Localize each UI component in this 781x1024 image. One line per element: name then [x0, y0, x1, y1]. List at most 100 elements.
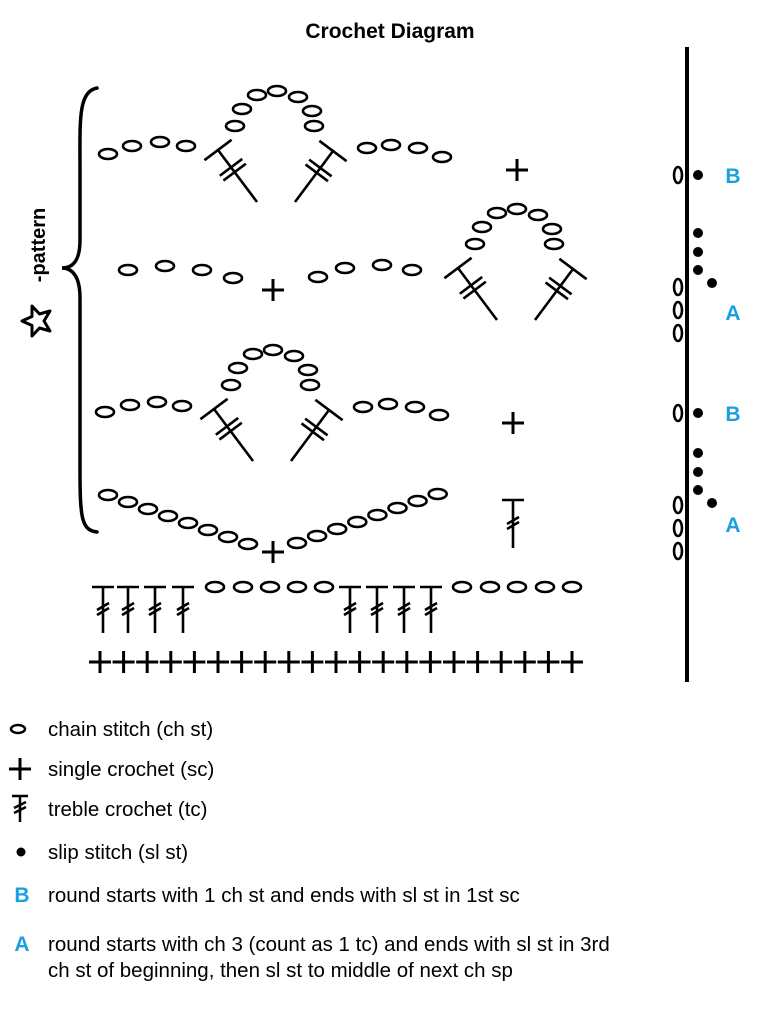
chain-zero-marker [672, 495, 684, 515]
chain-stitch [407, 494, 428, 508]
chain-stitch [94, 405, 116, 419]
chain-stitch [427, 487, 449, 501]
single-crochet [112, 651, 135, 673]
chain-stitch [224, 119, 246, 133]
round-marker-a: A [725, 302, 740, 325]
chain-stitch [97, 147, 119, 161]
chain-zero-marker [672, 541, 684, 561]
treble-crochet [420, 585, 442, 633]
chain-zero-marker [672, 300, 684, 320]
treble-crochet [339, 585, 361, 633]
chain-stitch [527, 208, 549, 222]
legend-item-tc: treble crochet (tc) [48, 798, 208, 821]
chain-stitch [286, 580, 308, 594]
single-crochet [490, 651, 513, 673]
legend-item-sc: single crochet (sc) [48, 758, 214, 781]
chain-stitch [287, 90, 309, 104]
treble-crochet [393, 585, 415, 633]
treble-crochet [502, 498, 524, 548]
chain-zero-marker [672, 403, 684, 423]
chain-stitch [177, 516, 199, 530]
chain-stitch [222, 271, 244, 285]
chain-stitch [227, 361, 249, 375]
treble-crochet [172, 585, 194, 633]
treble-crochet [144, 585, 166, 633]
legend-item-b: round starts with 1 ch st and ends with … [48, 884, 520, 907]
chain-stitch [486, 206, 508, 220]
chain-stitch [146, 395, 168, 409]
chain-stitch [371, 258, 393, 272]
chain-stitch [334, 261, 356, 275]
stitch-chart [89, 84, 588, 673]
single-crochet [395, 651, 418, 673]
chain-stitch [313, 580, 335, 594]
chain-stitch [299, 378, 321, 392]
slip-stitch-dot [693, 408, 703, 418]
treble-crochet [366, 585, 388, 633]
chain-stitch [286, 536, 308, 550]
single-crochet [513, 651, 536, 673]
legend-item-chain: chain stitch (ch st) [48, 718, 213, 741]
chain-stitch [242, 347, 264, 361]
chain-stitch [232, 580, 254, 594]
legend-item-sl: slip stitch (sl st) [48, 841, 188, 864]
treble-crochet [203, 138, 259, 203]
single-crochet [537, 651, 560, 673]
diagram-title: Crochet Diagram [305, 20, 474, 43]
chain-stitch-icon [9, 723, 27, 735]
chain-stitch [171, 399, 193, 413]
chain-stitch [561, 580, 583, 594]
chain-stitch [303, 119, 325, 133]
legend-item-a-line2: ch st of beginning, then sl st to middle… [48, 959, 513, 982]
single-crochet [325, 651, 347, 673]
slip-stitch-dot [693, 467, 703, 477]
treble-crochet [289, 398, 344, 462]
chain-stitch [301, 104, 323, 118]
chain-stitch [431, 150, 453, 164]
chain-stitch [119, 398, 141, 412]
single-crochet [443, 651, 465, 673]
legend: chain stitch (ch st) single crochet (sc)… [9, 718, 610, 982]
chain-stitch [541, 222, 563, 236]
slip-stitch-dot [707, 498, 717, 508]
single-crochet [230, 651, 253, 673]
slip-stitch-dot [693, 247, 703, 257]
chain-stitch [259, 580, 281, 594]
legend-item-a-line1: round starts with ch 3 (count as 1 tc) a… [48, 933, 610, 956]
chain-stitch [266, 84, 288, 98]
chain-stitch [137, 502, 159, 516]
chain-stitch [346, 515, 368, 529]
chain-stitch [154, 259, 176, 273]
chain-stitch [283, 349, 305, 363]
chain-stitch [262, 343, 284, 357]
chain-stitch [451, 580, 473, 594]
single-crochet [262, 541, 284, 563]
chain-stitch [306, 529, 328, 543]
treble-crochet [293, 139, 348, 203]
single-crochet [262, 279, 284, 301]
chain-stitch [407, 141, 429, 155]
treble-crochet [443, 256, 499, 321]
single-crochet [207, 651, 229, 673]
chain-stitch [175, 139, 197, 153]
slip-stitch-dot [693, 485, 703, 495]
chain-zero-marker [672, 323, 684, 343]
single-crochet [372, 651, 395, 673]
single-crochet [183, 651, 206, 673]
slip-stitch-dot [707, 278, 717, 288]
chain-zero-marker [672, 165, 684, 185]
treble-crochet-icon [12, 794, 28, 822]
single-crochet [301, 651, 324, 673]
chain-stitch [326, 522, 348, 536]
chain-stitch [367, 508, 388, 522]
chain-stitch [352, 400, 374, 414]
chain-stitch [401, 263, 423, 277]
chain-stitch [356, 141, 378, 155]
chain-stitch [191, 263, 213, 277]
chain-stitch [428, 408, 450, 422]
slip-stitch-dot [693, 265, 703, 275]
chain-stitch [506, 580, 528, 594]
pattern-label: -pattern [28, 208, 50, 282]
round-marker-a: A [725, 514, 740, 537]
round-markers [672, 165, 717, 561]
